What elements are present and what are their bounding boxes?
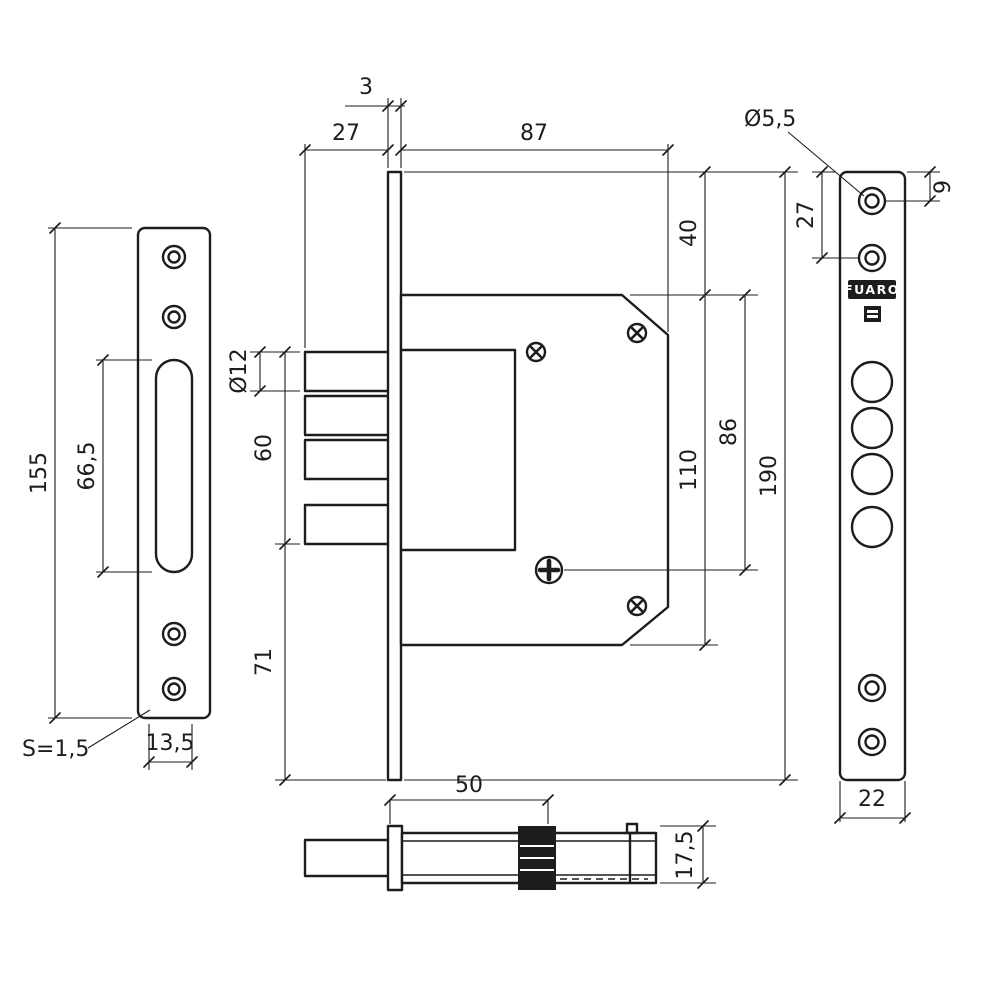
strike-slot — [154, 358, 194, 574]
faceplate-screw-hole-bottom-inner — [864, 734, 880, 750]
strike-plate-body — [136, 226, 212, 720]
strike-hole-top-outer — [161, 244, 187, 270]
dim-body-depth-label: 87 — [520, 121, 548, 146]
dim-top-to-body-label: 40 — [677, 219, 702, 247]
screw-icon — [626, 322, 648, 344]
strike-hole-3-outer — [161, 621, 187, 647]
dim-body-thickness-label: 17,5 — [673, 831, 698, 880]
dim-bolt-stack-label: 60 — [252, 434, 277, 462]
dim-backset-label: 50 — [455, 773, 483, 798]
dim-face-to-bolt-label: 27 — [332, 121, 360, 146]
strike-hole-top-inner — [167, 250, 181, 264]
bolt-hole-1 — [850, 360, 894, 404]
strike-hole-2-inner — [167, 310, 181, 324]
dimension-labels: 3 27 87 155 66,5 S=1,5 13,5 Ø12 60 71 40… — [22, 75, 956, 879]
dim-strike-slot-width-label: 13,5 — [146, 731, 195, 756]
dimension-lines — [48, 98, 940, 889]
lock-case — [399, 293, 670, 647]
dim-strike-height-label: 155 — [27, 452, 52, 494]
dim-faceplate-width-label: 22 — [858, 787, 886, 812]
screw-icon — [525, 341, 547, 363]
faceplate-screw-hole-2-outer — [857, 243, 887, 273]
faceplate-side — [386, 170, 403, 782]
dim-bolt-to-bottom-label: 71 — [252, 648, 277, 676]
dim-hole-offset-27-label: 27 — [794, 201, 819, 229]
dim-screw-hole-diameter-label: Ø5,5 — [744, 107, 796, 132]
faceplate-screw-hole-bottom-outer — [857, 727, 887, 757]
strike-hole-3-inner — [167, 627, 181, 641]
strike-hole-bottom-outer — [161, 676, 187, 702]
dimension-ticks — [49, 100, 936, 889]
dim-strike-slot-length-label: 66,5 — [75, 442, 100, 491]
dim-screw-distance-label: 86 — [717, 418, 742, 446]
dim-faceplate-thickness-label: 3 — [359, 75, 373, 100]
faceplate-screw-hole-top-inner — [864, 193, 880, 209]
faceplate-screw-hole-3-inner — [864, 680, 880, 696]
fuaro-logo-plate — [848, 280, 896, 299]
strike-hole-2-outer — [161, 304, 187, 330]
faceplate-front-view: FUARO — [838, 170, 907, 782]
screw-icon — [534, 555, 564, 585]
dim-faceplate-height-label: 190 — [757, 455, 782, 497]
bolt-hole-2 — [850, 406, 894, 450]
case-tab — [625, 822, 639, 835]
bolt-hole-3 — [850, 452, 894, 496]
bolt-bottom-view — [303, 838, 392, 878]
lock-side-view — [303, 170, 670, 782]
faceplate-bottom-view — [386, 824, 404, 892]
faceplate-screw-hole-2-inner — [864, 250, 880, 266]
strike-plate-view — [136, 226, 212, 720]
faceplate-screw-hole-top-outer — [857, 186, 887, 216]
lock-bottom-view — [303, 822, 658, 892]
strike-hole-bottom-inner — [167, 682, 181, 696]
bolt-hole-4 — [850, 505, 894, 549]
fuaro-logo-mark — [864, 306, 881, 322]
screw-icon — [626, 595, 648, 617]
dim-bolt-diameter-label: Ø12 — [227, 348, 252, 393]
faceplate-front — [838, 170, 907, 782]
faceplate-screw-hole-3-outer — [857, 673, 887, 703]
bolt-housing — [401, 348, 517, 552]
dim-body-height-label: 110 — [677, 449, 702, 491]
dim-hole-offset-9-label: 9 — [931, 180, 956, 194]
bolt-stack-stripes — [520, 845, 554, 871]
dim-strike-thickness-label: S=1,5 — [22, 737, 89, 762]
brand-label: FUARO — [844, 282, 900, 297]
